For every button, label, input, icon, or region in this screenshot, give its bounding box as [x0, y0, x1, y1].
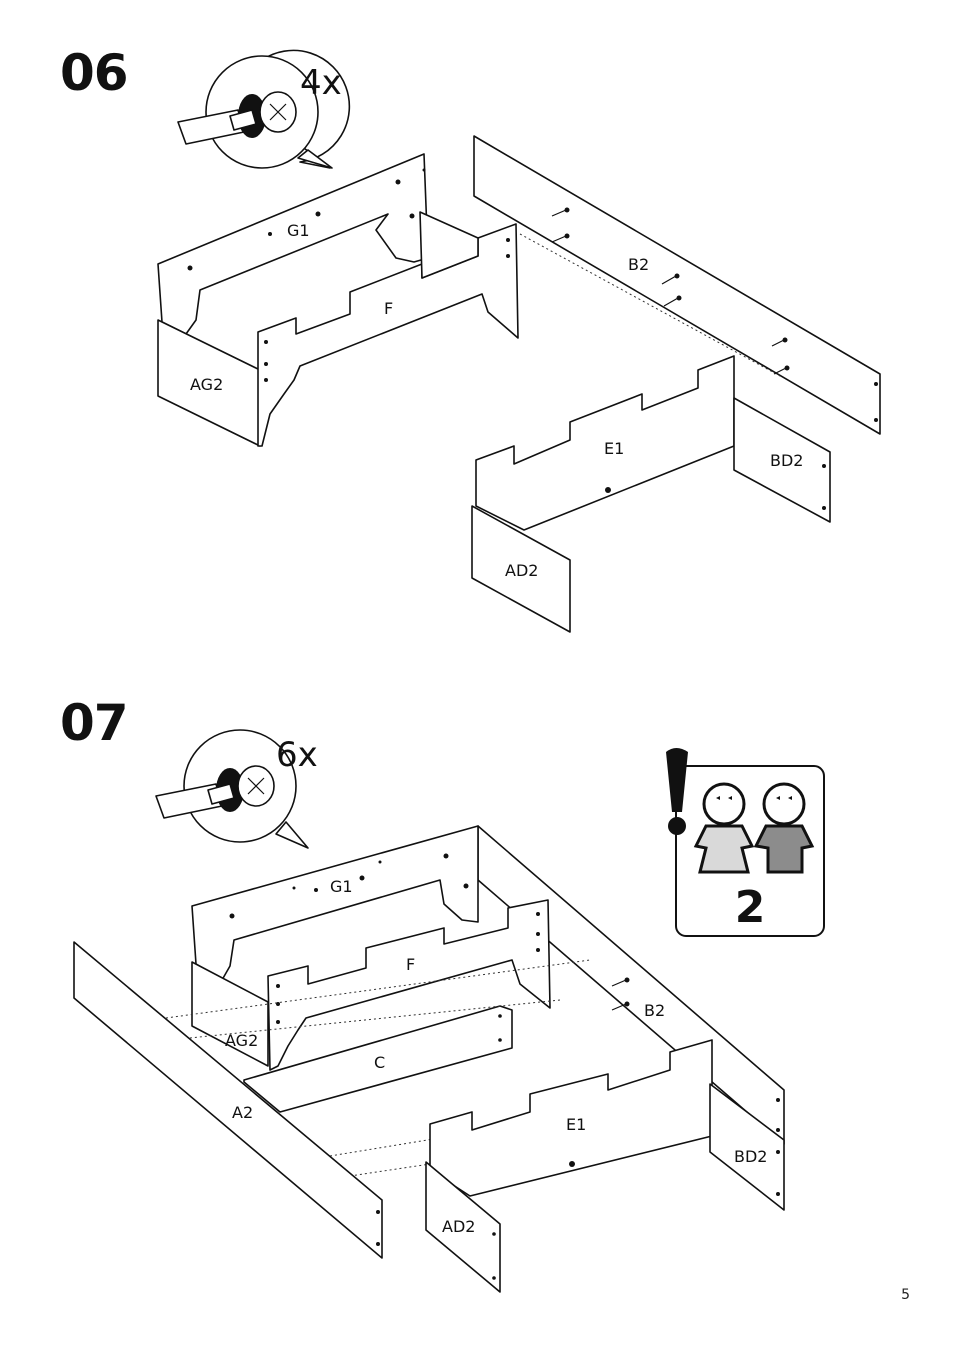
panel-a2-07: A2: [73, 941, 383, 1259]
panel-b2-06: B2: [473, 135, 881, 435]
exclamation-icon: [666, 748, 688, 835]
part-label-bd2-06: BD2: [770, 451, 803, 470]
people-count: 2: [735, 882, 766, 933]
part-label-ad2-06: AD2: [505, 561, 538, 580]
part-label-c-07: C: [374, 1053, 385, 1072]
page-number: 5: [901, 1287, 910, 1303]
screw-set-06: [551, 207, 790, 375]
two-person-warning: 2: [666, 748, 825, 937]
part-label-ag2-07: AG2: [225, 1031, 258, 1050]
screwdriver-cam-lock-icon: [177, 91, 297, 145]
part-label-ad2-07: AD2: [442, 1217, 475, 1236]
part-label-a2-07: A2: [232, 1103, 253, 1122]
screwdriver-callout-06: 4x: [177, 49, 351, 169]
step-07-number: 07: [60, 694, 129, 752]
panel-bd2-07: BD2: [709, 1083, 785, 1211]
quantity-label-06: 4x: [300, 63, 342, 103]
part-label-f-07: F: [406, 955, 415, 974]
part-label-ag2-06: AG2: [190, 375, 223, 394]
screwdriver-callout-07: 6x: [155, 729, 318, 849]
panel-ad2-06: AD2: [471, 505, 571, 633]
part-label-g1-07: G1: [330, 877, 353, 896]
part-label-b2-07: B2: [644, 1001, 665, 1020]
part-label-g1-06: G1: [287, 221, 310, 240]
step-06-number: 06: [60, 44, 129, 102]
screwdriver-cam-lock-icon: [155, 765, 275, 819]
part-label-f-06: F: [384, 299, 393, 318]
part-label-e1-07: E1: [566, 1115, 586, 1134]
two-people-icon: [693, 782, 815, 874]
panel-f-06: F: [257, 211, 519, 447]
panel-e1-07: E1: [429, 1039, 713, 1197]
part-label-bd2-07: BD2: [734, 1147, 767, 1166]
quantity-label-07: 6x: [276, 735, 318, 775]
part-label-b2-06: B2: [628, 255, 649, 274]
panel-e1-06: E1: [475, 355, 735, 531]
panel-ag2-06: AG2: [157, 319, 261, 447]
panel-ad2-07: AD2: [425, 1161, 501, 1293]
panel-bd2-06: BD2: [733, 397, 831, 523]
panel-ag2-07: AG2: [191, 961, 269, 1067]
part-label-e1-06: E1: [604, 439, 624, 458]
